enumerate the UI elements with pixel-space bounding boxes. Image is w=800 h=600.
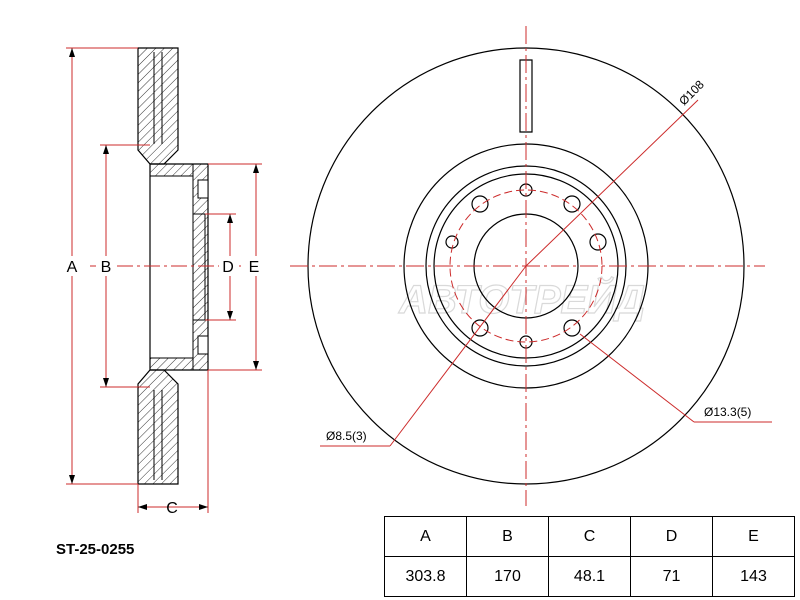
value-cell: 71 (630, 556, 713, 597)
dimensions-table: A B C D E 303.8 170 48.1 71 143 (384, 516, 795, 597)
value-cell: 143 (712, 556, 795, 597)
header-cell: B (466, 516, 549, 557)
front-center-lines (290, 26, 772, 506)
value-cell: 303.8 (384, 556, 467, 597)
dim-label-b: B (101, 259, 112, 276)
header-cell: A (384, 516, 467, 557)
dim-label-a: A (67, 259, 78, 276)
header-cell: C (548, 516, 631, 557)
part-number: ST-25-0255 (56, 541, 135, 558)
side-section-view (90, 47, 260, 485)
dim-label-e: E (249, 259, 260, 276)
annotation-dia-8-5: Ø8.5(3) (326, 429, 367, 443)
header-cell: E (712, 516, 795, 557)
stud-hole (471, 195, 489, 213)
annotation-dia-13-3: Ø13.3(5) (704, 405, 751, 419)
bolt-circle (449, 189, 603, 343)
dim-label-d: D (222, 259, 234, 276)
annotation-dia-108: Ø108 (676, 77, 707, 108)
dimension-arrows (69, 48, 259, 510)
screw-hole (445, 235, 459, 249)
stud-hole (563, 319, 581, 337)
upper-friction-ring (137, 47, 179, 165)
stud-hole (563, 195, 581, 213)
table-value-row: 303.8 170 48.1 71 143 (384, 556, 795, 597)
header-cell: D (630, 516, 713, 557)
stud-hole (471, 319, 489, 337)
dim-label-c: C (166, 500, 178, 517)
stud-hole (589, 233, 607, 251)
table-header-row: A B C D E (384, 516, 795, 557)
value-cell: 170 (466, 556, 549, 597)
value-cell: 48.1 (548, 556, 631, 597)
key-slot (519, 59, 533, 133)
